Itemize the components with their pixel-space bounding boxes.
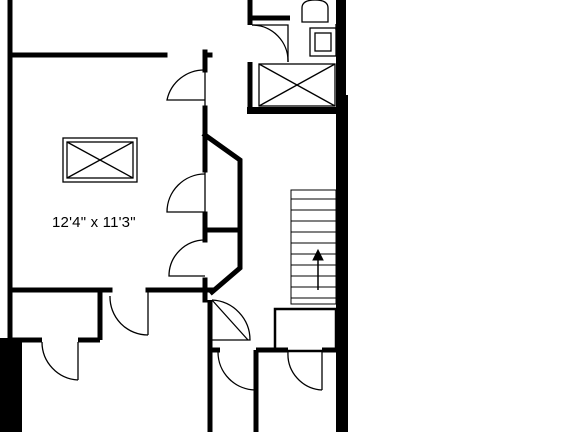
bathroom-walls — [247, 0, 290, 110]
bedroom-bottom-door — [109, 290, 149, 336]
lower-door-left — [217, 351, 257, 391]
skylight-icon — [62, 137, 138, 183]
room-dimension-label: 12'4" x 11'3" — [52, 214, 136, 231]
shower-icon — [309, 24, 337, 57]
lower-door-right — [287, 351, 323, 391]
bathroom-door — [251, 24, 289, 63]
staircase — [290, 189, 337, 305]
hall-door — [211, 299, 251, 341]
lower-left-door — [41, 341, 79, 381]
bedroom-walls — [7, 0, 243, 303]
door-swings — [41, 24, 323, 391]
shower-stall — [258, 63, 336, 107]
closet-door-lower — [168, 239, 206, 277]
closet-door-upper — [166, 170, 206, 214]
bedroom-door — [166, 69, 206, 108]
toilet-icon — [301, 0, 329, 23]
stair-landing — [273, 307, 338, 353]
stair-direction-arrow-icon — [312, 248, 324, 290]
exterior-walls — [0, 0, 348, 432]
